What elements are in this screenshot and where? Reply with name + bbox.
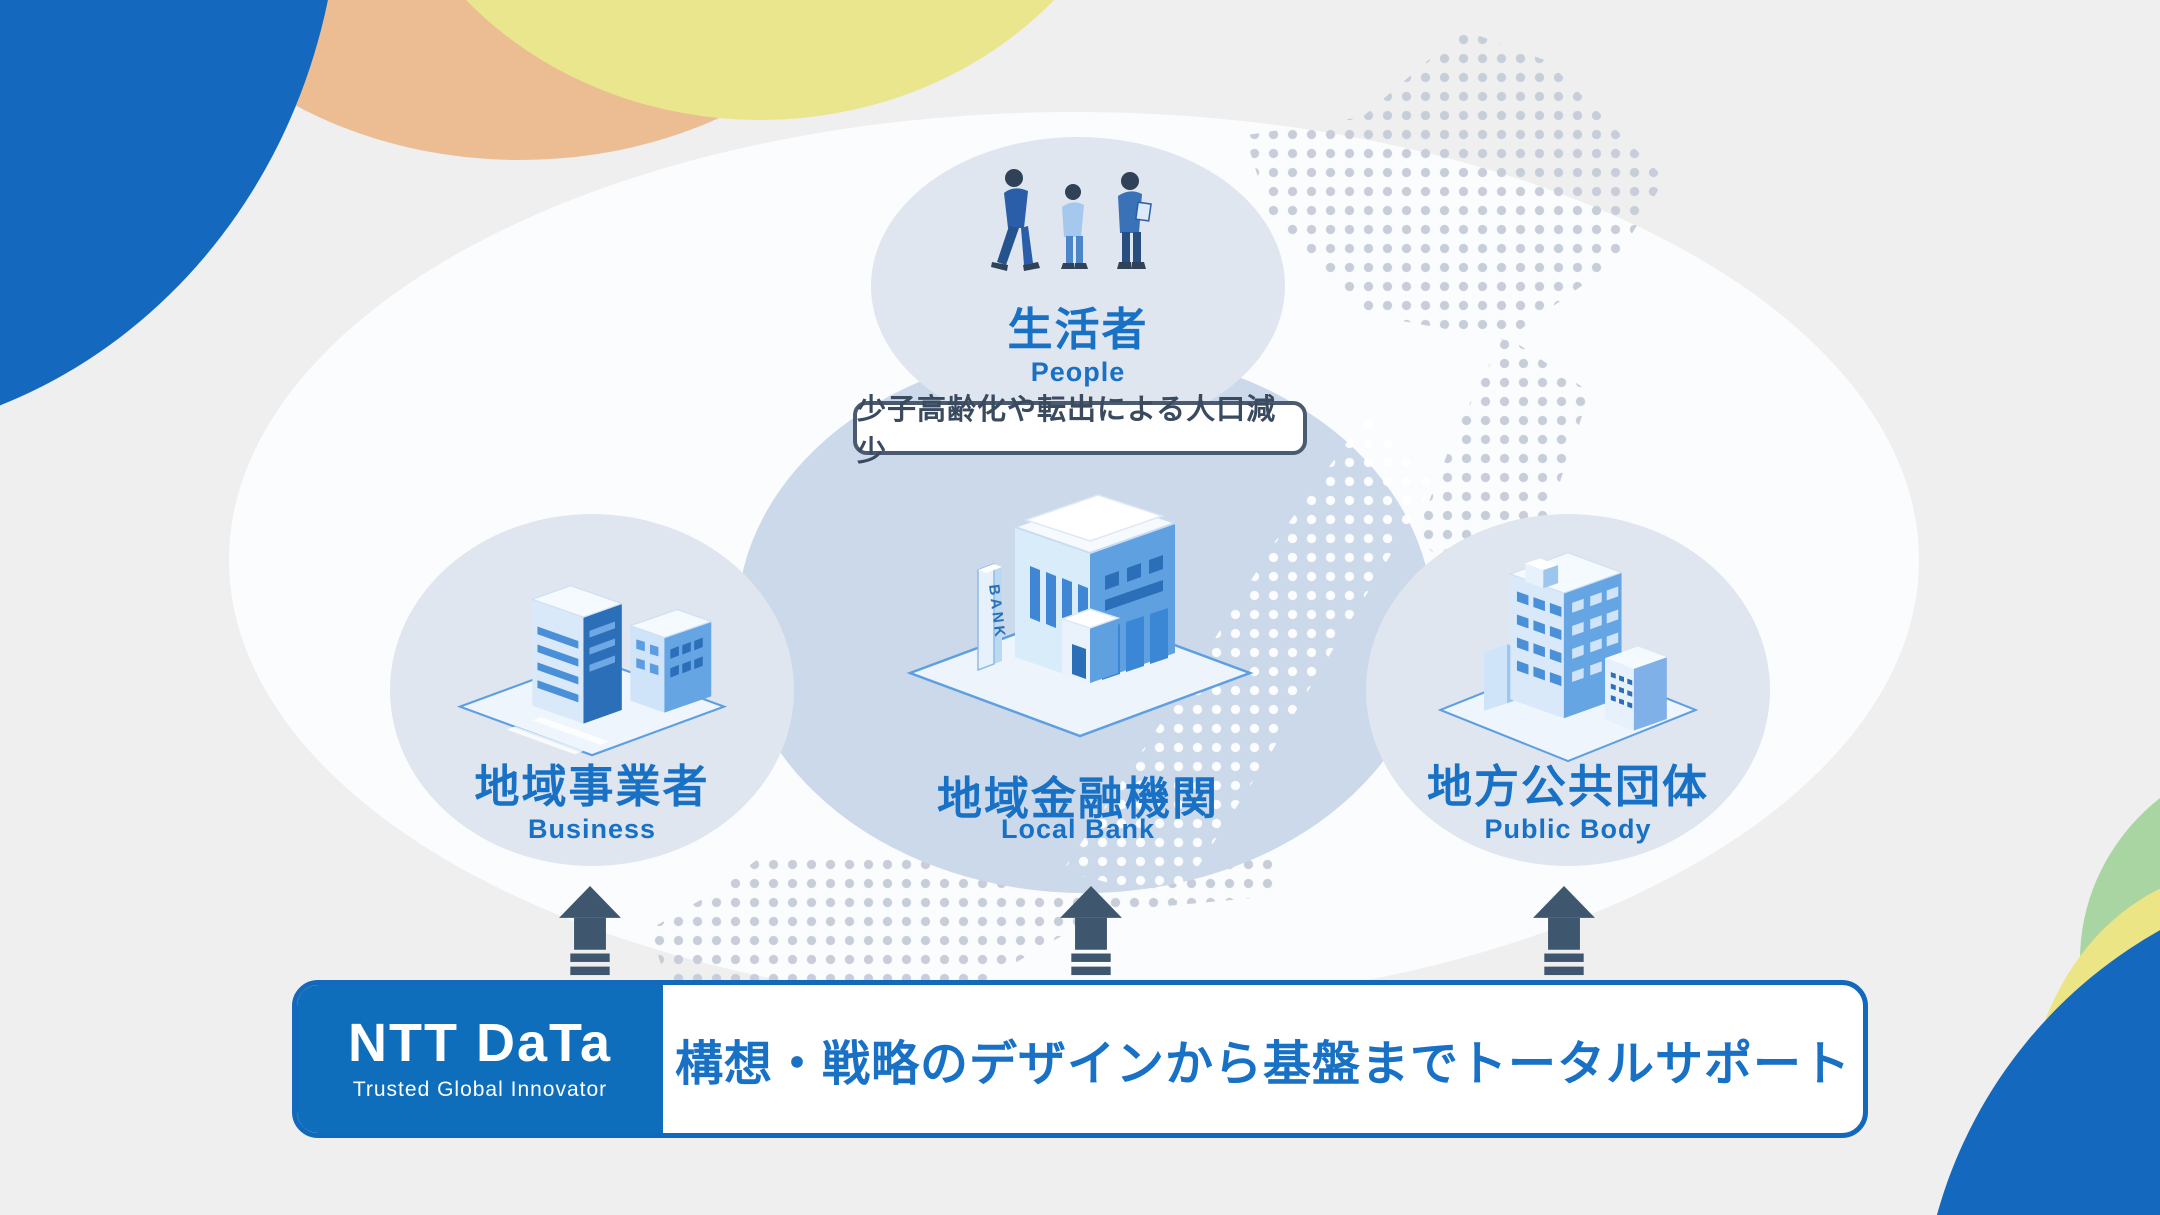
people-icon	[978, 165, 1178, 290]
business-title: 地域事業者	[474, 761, 710, 812]
banner-message: 構想・戦略のデザインから基盤までトータルサポート	[674, 1038, 1851, 1091]
bank-building-icon: BANK	[890, 445, 1270, 755]
people-node: 生活者 People	[871, 137, 1285, 435]
ntt-data-logo: NTT DaTa Trusted Global Innovator	[297, 985, 663, 1133]
up-arrow-icon	[1060, 886, 1122, 976]
public-body-title: 地方公共団体	[1426, 761, 1709, 812]
support-banner: NTT DaTa Trusted Global Innovator 構想・戦略の…	[292, 980, 1868, 1138]
business-node: 地域事業者 Business	[390, 514, 794, 866]
population-decline-callout: 少子高齢化や転出による人口減少	[853, 394, 1307, 468]
local-bank-title: 地域金融機関	[936, 773, 1219, 824]
public-body-node: 地方公共団体 Public Body	[1366, 514, 1770, 866]
ntt-data-tagline: Trusted Global Innovator	[352, 1078, 608, 1101]
public-building-icon	[1428, 527, 1708, 767]
business-subtitle: Business	[527, 814, 657, 844]
people-title: 生活者	[1007, 304, 1149, 355]
ntt-data-logo-text: NTT DaTa	[347, 1013, 612, 1073]
person-standing-right	[1117, 172, 1152, 269]
business-building-icon	[447, 532, 737, 767]
callout-text: 少子高齢化や転出による人口減少	[857, 394, 1277, 468]
up-arrow-icon	[559, 886, 621, 976]
people-subtitle: People	[1030, 357, 1126, 387]
public-body-subtitle: Public Body	[1484, 814, 1652, 844]
person-middle	[1061, 184, 1088, 269]
local-bank-subtitle: Local Bank	[1000, 814, 1156, 844]
person-walking-left	[991, 169, 1040, 271]
bank-sign-text: BANK	[985, 583, 1009, 640]
up-arrow-icon	[1533, 886, 1595, 976]
